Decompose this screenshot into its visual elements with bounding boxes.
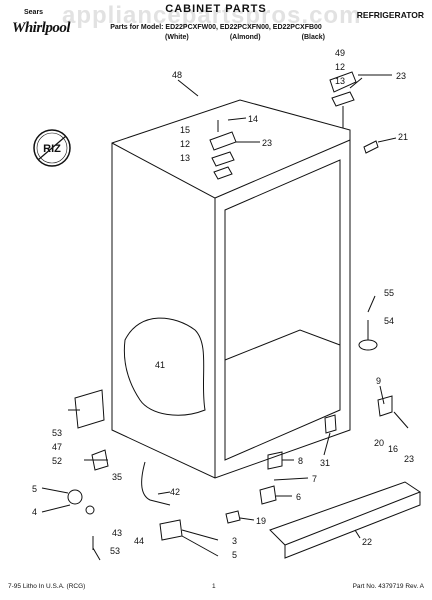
color-black: (Black) bbox=[301, 34, 325, 41]
brand-logo: Sears Whirlpool bbox=[6, 6, 71, 40]
brand-name: Whirlpool bbox=[12, 20, 71, 36]
r12-badge: RIZ bbox=[33, 129, 71, 167]
bracket-left bbox=[74, 389, 105, 429]
brand-mark: Sears bbox=[24, 9, 44, 16]
watermark: appliancepartspros.com bbox=[62, 2, 362, 29]
page-number: 1 bbox=[212, 583, 216, 590]
page-title: CABINET PARTS bbox=[165, 3, 267, 15]
callout-12-mid: 12 bbox=[180, 139, 190, 149]
callout-49: 49 bbox=[335, 48, 345, 58]
color-list: (White) (Almond) (Black) bbox=[165, 34, 325, 41]
callout-48: 48 bbox=[172, 70, 182, 80]
callout-54: 54 bbox=[384, 316, 394, 326]
callout-13-mid: 13 bbox=[180, 153, 190, 163]
callout-3: 3 bbox=[232, 536, 237, 546]
callout-8: 8 bbox=[298, 456, 303, 466]
model-list: Parts for Model: ED22PCXFW00, ED22PCXFN0… bbox=[110, 24, 322, 31]
callout-5-left: 5 bbox=[32, 484, 37, 494]
callout-53-bottom: 53 bbox=[110, 546, 120, 556]
litho-note: 7-95 Litho In U.S.A. (RCG) bbox=[8, 583, 86, 590]
tube bbox=[141, 461, 171, 506]
liner-floor bbox=[224, 329, 341, 361]
leveler-front bbox=[67, 489, 83, 505]
callout-55: 55 bbox=[384, 288, 394, 298]
callout-41: 41 bbox=[155, 360, 165, 370]
callout-53-left: 53 bbox=[52, 428, 62, 438]
callout-9: 9 bbox=[376, 376, 381, 386]
part-54 bbox=[358, 339, 378, 351]
hinge-top bbox=[329, 71, 357, 93]
bracket-right bbox=[377, 395, 393, 417]
callout-44: 44 bbox=[134, 536, 144, 546]
part-52 bbox=[91, 449, 109, 471]
callout-4: 4 bbox=[32, 507, 37, 517]
callout-52: 52 bbox=[52, 456, 62, 466]
callout-7: 7 bbox=[312, 474, 317, 484]
callout-23-mid: 23 bbox=[262, 138, 272, 148]
cabinet-front-edge bbox=[111, 142, 216, 478]
appliance-category: REFRIGERATOR bbox=[356, 10, 424, 20]
callout-15: 15 bbox=[180, 125, 190, 135]
callout-13-top: 13 bbox=[335, 76, 345, 86]
callout-21: 21 bbox=[398, 132, 408, 142]
callout-23-top: 23 bbox=[396, 71, 406, 81]
callout-22: 22 bbox=[362, 537, 372, 547]
callout-5-bottom: 5 bbox=[232, 550, 237, 560]
callout-19: 19 bbox=[256, 516, 266, 526]
clip bbox=[159, 519, 183, 541]
color-white: (White) bbox=[165, 34, 189, 41]
cabinet-top-edge bbox=[214, 139, 351, 199]
part-8 bbox=[267, 451, 283, 470]
cabinet-side-cutout bbox=[123, 317, 206, 416]
callout-14: 14 bbox=[248, 114, 258, 124]
callout-20: 20 bbox=[374, 438, 384, 448]
callout-31: 31 bbox=[320, 458, 330, 468]
part-6 bbox=[259, 485, 277, 505]
callout-6: 6 bbox=[296, 492, 301, 502]
cabinet-outline bbox=[111, 99, 351, 479]
callout-12-top: 12 bbox=[335, 62, 345, 72]
part-number: Part No. 4379719 Rev. A bbox=[352, 583, 424, 590]
part-31 bbox=[324, 414, 337, 434]
r12-badge-text: RIZ bbox=[43, 143, 61, 155]
part-19 bbox=[225, 510, 241, 524]
callout-16: 16 bbox=[388, 444, 398, 454]
callout-47: 47 bbox=[52, 442, 62, 452]
callout-23-right: 23 bbox=[404, 454, 414, 464]
cabinet-opening bbox=[224, 159, 341, 461]
callout-42: 42 bbox=[170, 487, 180, 497]
color-almond: (Almond) bbox=[229, 34, 261, 41]
callout-43: 43 bbox=[112, 528, 122, 538]
hinge-center bbox=[209, 131, 237, 151]
part-21 bbox=[363, 140, 379, 154]
callout-35: 35 bbox=[112, 472, 122, 482]
